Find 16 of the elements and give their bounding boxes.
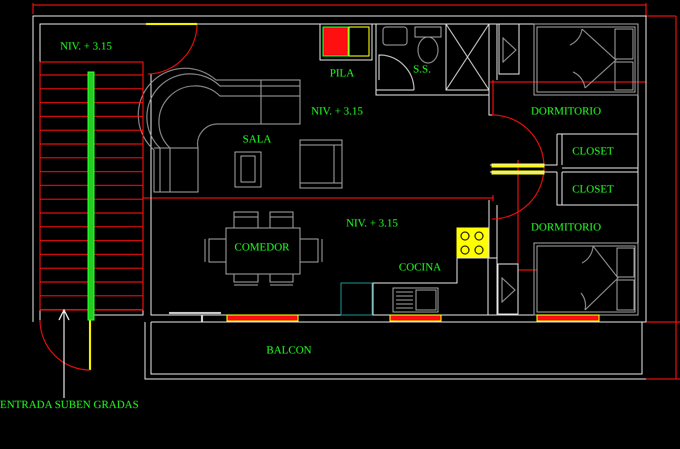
room-label: SALA — [242, 134, 272, 146]
room-label: COCINA — [398, 262, 442, 274]
room-label: COMEDOR — [234, 242, 290, 254]
room-label: BALCON — [266, 344, 312, 358]
arrow — [58, 309, 70, 398]
room-label: NIV. + 3.15 — [60, 40, 112, 54]
room-label: CLOSET — [572, 146, 614, 158]
room-label: NIV. + 3.15 — [346, 218, 398, 230]
room-label: S.S. — [413, 64, 431, 76]
room-label: NIV. + 3.15 — [311, 106, 363, 118]
entrance-label: ENTRADA SUBEN GRADAS — [0, 398, 136, 413]
room-label: PILA — [330, 68, 354, 80]
room-label: DORMITORIO — [530, 222, 602, 234]
room-label: DORMITORIO — [530, 106, 602, 118]
staircase-drawing — [40, 62, 144, 320]
room-label: CLOSET — [572, 184, 614, 196]
